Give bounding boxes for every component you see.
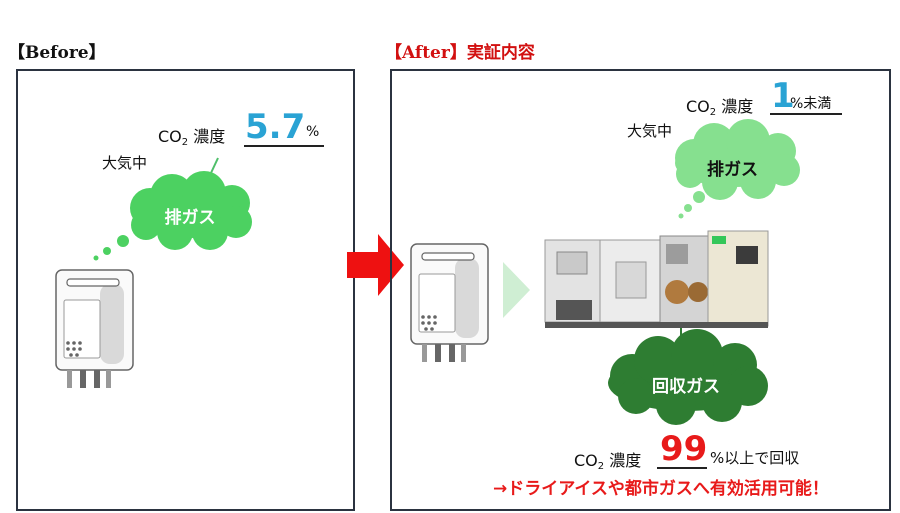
before-cloud-label: 排ガス — [164, 208, 216, 228]
utilization-note: →ドライアイスや都市ガスへ有効活用可能！ — [493, 479, 829, 499]
after-co2-unit: %未満 — [790, 96, 832, 112]
after-co2-value: 1 — [771, 76, 795, 116]
after-water-heater-icon — [410, 243, 489, 362]
recovery-unit: %以上で回収 — [710, 449, 800, 467]
co2-capture-equipment-image — [544, 230, 769, 328]
after-exhaust-cloud — [675, 119, 800, 200]
after-value-underline — [770, 113, 842, 115]
after-recovered-cloud — [608, 329, 768, 425]
before-co2-label: CO2 濃度 — [158, 127, 226, 148]
before-bubble-2 — [103, 247, 111, 255]
before-panel — [16, 69, 355, 511]
before-bubble-1 — [117, 235, 129, 247]
after-co2-label: CO2 濃度 — [686, 97, 754, 118]
flow-chevron — [503, 262, 530, 318]
after-recovered-cloud-label: 回収ガス — [652, 377, 720, 397]
before-header: 【Before】 — [8, 43, 106, 63]
after-bubble-1 — [693, 191, 705, 203]
after-bubble-2 — [684, 204, 692, 212]
after-air-label: 大気中 — [627, 122, 673, 140]
before-co2-unit: % — [306, 124, 320, 140]
before-value-underline — [244, 145, 324, 147]
recovery-value: 99 — [660, 429, 708, 469]
recovery-value-underline — [657, 467, 707, 469]
before-exhaust-cloud — [130, 171, 252, 250]
after-bubble-3 — [678, 213, 684, 219]
before-water-heater-icon — [55, 269, 134, 388]
recovery-co2-label: CO2 濃度 — [574, 451, 642, 472]
before-air-label: 大気中 — [102, 154, 148, 172]
before-bubble-3 — [93, 255, 99, 261]
after-exhaust-cloud-label: 排ガス — [707, 160, 758, 180]
after-panel — [390, 69, 891, 511]
after-header: 【After】実証内容 — [385, 43, 535, 63]
before-co2-value: 5.7 — [245, 107, 306, 147]
transition-arrow — [347, 234, 404, 296]
